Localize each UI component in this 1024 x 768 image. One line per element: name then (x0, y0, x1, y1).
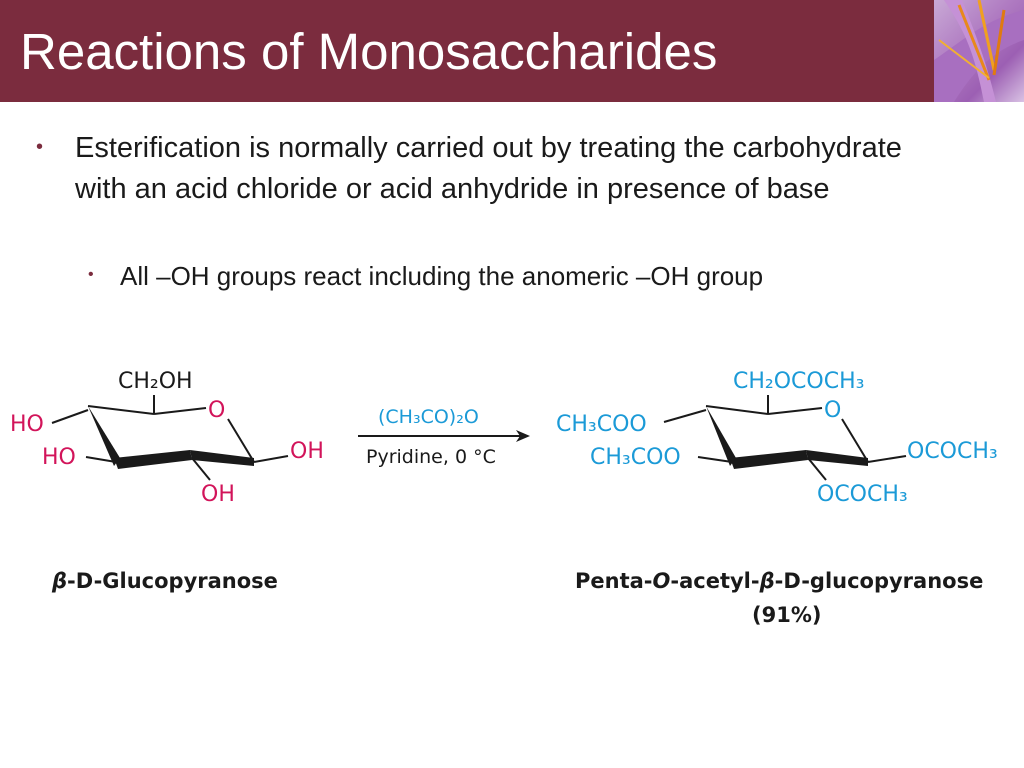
product-name: Penta-O-acetyl-β-D-glucopyranose (575, 569, 983, 593)
stigma-line (938, 39, 990, 79)
arrow-head (516, 430, 530, 442)
bond (51, 409, 89, 424)
wedge-bond (190, 450, 254, 466)
bond (87, 405, 155, 415)
reactant-ch2oh-label: CH₂OH (118, 369, 193, 394)
product-yield: (91%) (752, 603, 821, 627)
beta-symbol: β (51, 569, 67, 593)
stigma-line (957, 4, 991, 81)
bond (867, 455, 907, 463)
slide-title: Reactions of Monosaccharides (20, 23, 718, 80)
product-ch2ococh3-label: CH₂OCOCH₃ (733, 369, 864, 394)
product-acetate-label: OCOCH₃ (907, 439, 998, 464)
product-name-part: -D-glucopyranose (775, 569, 984, 593)
reactant-ho-label: HO (10, 412, 44, 437)
stigma-line (977, 0, 996, 71)
reactant-oh-label: OH (290, 439, 324, 464)
reaction-scheme: CH₂OH O HO HO OH OH (CH₃CO)₂O Pyridine, … (10, 369, 998, 627)
bond (663, 409, 707, 423)
flower-photo (934, 0, 1024, 102)
product-ring-oxygen: O (824, 398, 841, 423)
bullet-marker: • (36, 136, 44, 158)
bond (227, 418, 255, 463)
bullet-text-1: Esterification is normally carried out b… (75, 132, 902, 205)
bond (767, 407, 823, 415)
wedge-bond (88, 406, 120, 466)
reagent-label: (CH₃CO)₂O (378, 406, 479, 428)
bond (807, 457, 827, 481)
product-acetate-label: OCOCH₃ (817, 482, 908, 507)
product-name-part: Penta- (575, 569, 653, 593)
flower-photo-graphic (934, 0, 1024, 102)
reactant-ring-oxygen: O (208, 398, 225, 423)
title-bar: Reactions of Monosaccharides (0, 0, 934, 102)
beta-symbol: β (759, 569, 775, 593)
petal-shape (944, 0, 996, 102)
stigma-line (992, 9, 1006, 76)
reactant-name-text: -D-Glucopyranose (67, 569, 278, 593)
bond (153, 407, 207, 415)
bond (191, 457, 211, 481)
product-structure: CH₂OCOCH₃ O CH₃COO CH₃COO OCOCH₃ OCOCH₃ (556, 369, 998, 507)
condition-label: Pyridine, 0 °C (366, 446, 496, 468)
reactant-name: β-D-Glucopyranose (51, 569, 278, 593)
bond (705, 405, 769, 415)
reaction-arrow: (CH₃CO)₂O Pyridine, 0 °C (358, 406, 530, 468)
product-acetate-label: CH₃COO (556, 412, 647, 437)
product-name-part: O (653, 569, 671, 593)
reactant-oh-label: OH (201, 482, 235, 507)
bond (841, 418, 869, 463)
product-acetate-label: CH₃COO (590, 445, 681, 470)
wedge-bond (706, 406, 736, 466)
wedge-bond (114, 450, 192, 469)
bond (697, 456, 733, 463)
sub-bullet-marker: • (88, 266, 94, 283)
wedge-bond (730, 450, 808, 469)
reactant-structure: CH₂OH O HO HO OH OH (10, 369, 324, 507)
wedge-bond (806, 450, 868, 466)
product-name-part: -acetyl- (670, 569, 759, 593)
bullet-text-2: All –OH groups react including the anome… (120, 261, 764, 291)
bond (253, 455, 289, 463)
reactant-ho-label: HO (42, 445, 76, 470)
bond (85, 456, 117, 463)
